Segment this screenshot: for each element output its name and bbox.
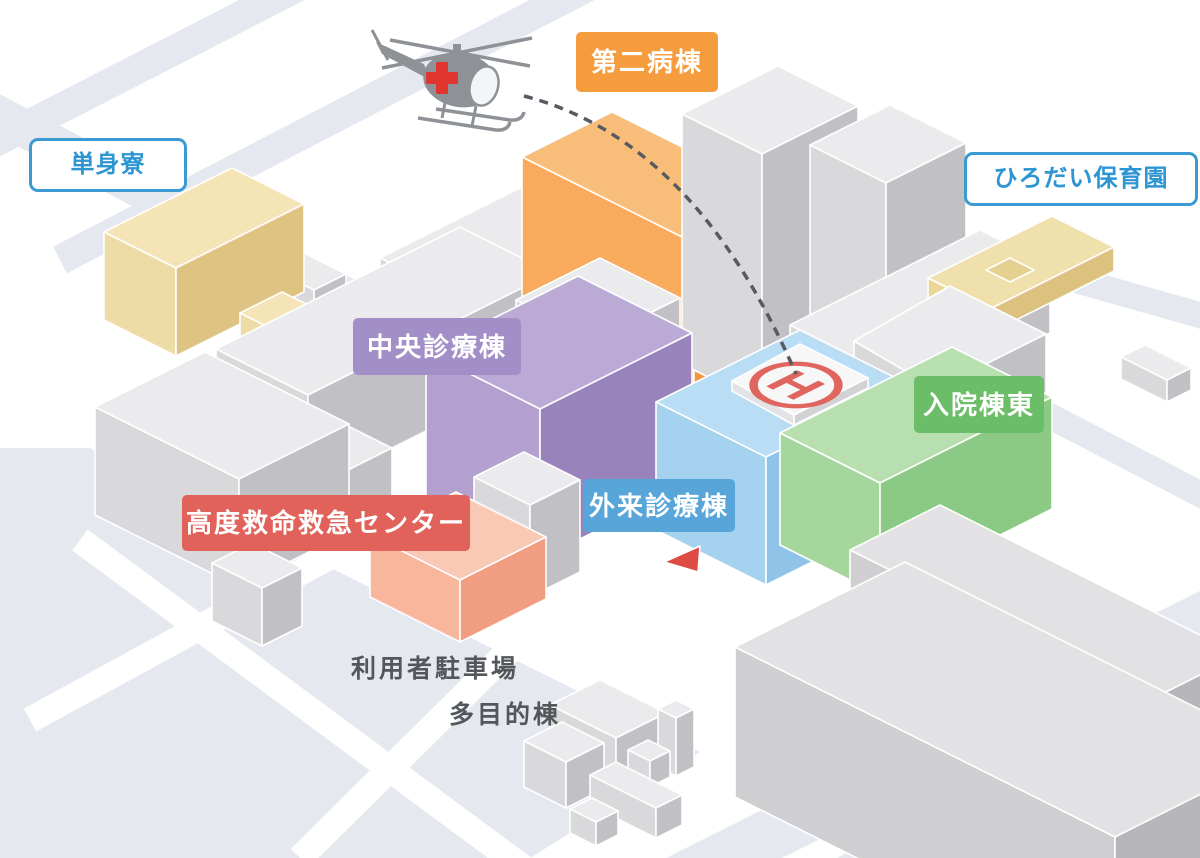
label-gairai-shinryoto: 外来診療棟 (583, 479, 735, 532)
red-cross-icon (426, 62, 458, 94)
label-chuo-shinryoto: 中央診療棟 (353, 318, 521, 375)
gray-building-left-bottom (211, 542, 303, 647)
medical-helicopter-icon (370, 29, 533, 132)
courtyard-notch (985, 257, 1035, 283)
helipad-h-mark: H (749, 361, 843, 409)
label-kodo-kyumei: 高度救命救急センター (182, 495, 470, 551)
label-hirodai-hoikuen: ひろだい保育園 (964, 152, 1198, 206)
gray-building-small-right (1120, 344, 1192, 403)
label-dai2-byoto: 第二病棟 (576, 32, 718, 92)
helipad: H (731, 343, 869, 426)
gray-building-bottom-right (734, 504, 1200, 858)
label-tanshinryo: 単身寮 (29, 138, 187, 192)
flight-path-dashed-line (523, 94, 798, 375)
label-nyuinto-higashi: 入院棟東 (914, 376, 1044, 433)
building-tamokuteki-cluster (523, 679, 695, 847)
label-tamokuteki: 多目的棟 (449, 701, 562, 729)
label-parking: 利用者駐車場 (351, 655, 520, 683)
entrance-arrow-icon (663, 545, 701, 573)
